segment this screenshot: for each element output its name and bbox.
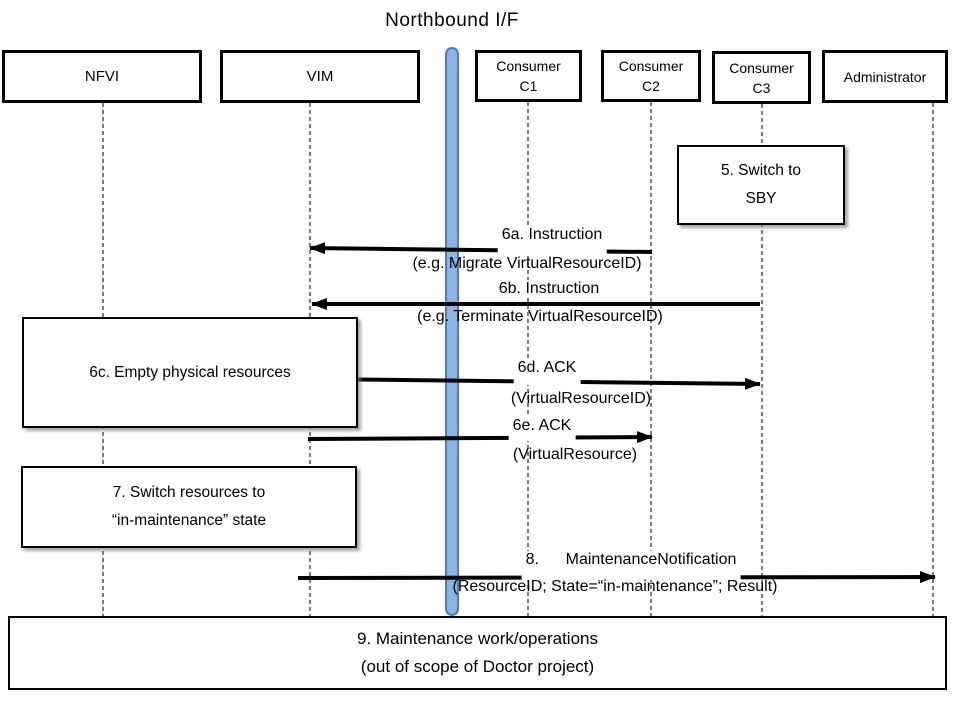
message-label-8: 8. MaintenanceNotification	[521, 551, 741, 580]
note-line: SBY	[745, 190, 777, 207]
actor-box-nfvi: NFVI	[2, 50, 202, 103]
note-6c-empty-physical-resources: 6c. Empty physical resources	[22, 317, 358, 428]
message-label-6a: 6a. Instruction	[497, 226, 607, 254]
message-sublabel-6b: (e.g. Terminate VirtualResourceID)	[417, 308, 663, 325]
note-7-switch-resources: 7. Switch resources to “in-maintenance” …	[21, 466, 357, 548]
actor-label: Consumer	[618, 58, 684, 74]
actor-label: Administrator	[843, 68, 927, 85]
actor-label: Consumer	[729, 59, 794, 76]
message-sublabel-8: (ResourceID; State=“in-maintenance”; Res…	[452, 578, 778, 595]
arrow-6e-ack	[307, 431, 653, 444]
actor-box-consumer-c1: Consumer C1	[475, 50, 582, 102]
actor-box-vim: VIM	[220, 50, 420, 103]
note-line: 9. Maintenance work/operations	[357, 629, 598, 648]
actor-sublabel: C3	[752, 79, 771, 96]
actor-sublabel: C1	[519, 78, 538, 94]
message-sublabel-6e: (VirtualResource)	[512, 446, 638, 463]
actor-sublabel: C2	[642, 78, 660, 94]
note-9-maintenance-work: 9. Maintenance work/operations (out of s…	[8, 616, 947, 690]
note-line: 7. Switch resources to	[112, 484, 266, 501]
note-line: 6c. Empty physical resources	[89, 363, 291, 381]
note-line: 5. Switch to	[720, 162, 802, 179]
actor-label: Consumer	[496, 58, 561, 74]
northbound-if-bar	[445, 47, 459, 616]
message-label-6d: 6d. ACK	[513, 359, 581, 385]
note-5-switch-to-sby: 5. Switch to SBY	[677, 145, 845, 225]
northbound-if-title: Northbound I/F	[385, 10, 519, 31]
message-label-6e: 6e. ACK	[508, 417, 576, 441]
note-line: “in-maintenance” state	[111, 512, 267, 529]
actor-box-administrator: Administrator	[822, 50, 948, 103]
actor-label: VIM	[306, 67, 334, 85]
message-sublabel-6a: (e.g. Migrate VirtualResourceID)	[412, 255, 642, 272]
message-label-6b: 6b. Instruction	[494, 280, 604, 298]
message-sublabel-6d: (VirtualResourceID)	[510, 390, 652, 407]
actor-box-consumer-c3: Consumer C3	[712, 51, 811, 104]
note-line: (out of scope of Doctor project)	[360, 657, 595, 676]
actor-label: NFVI	[84, 67, 120, 85]
actor-box-consumer-c2: Consumer C2	[601, 50, 701, 102]
